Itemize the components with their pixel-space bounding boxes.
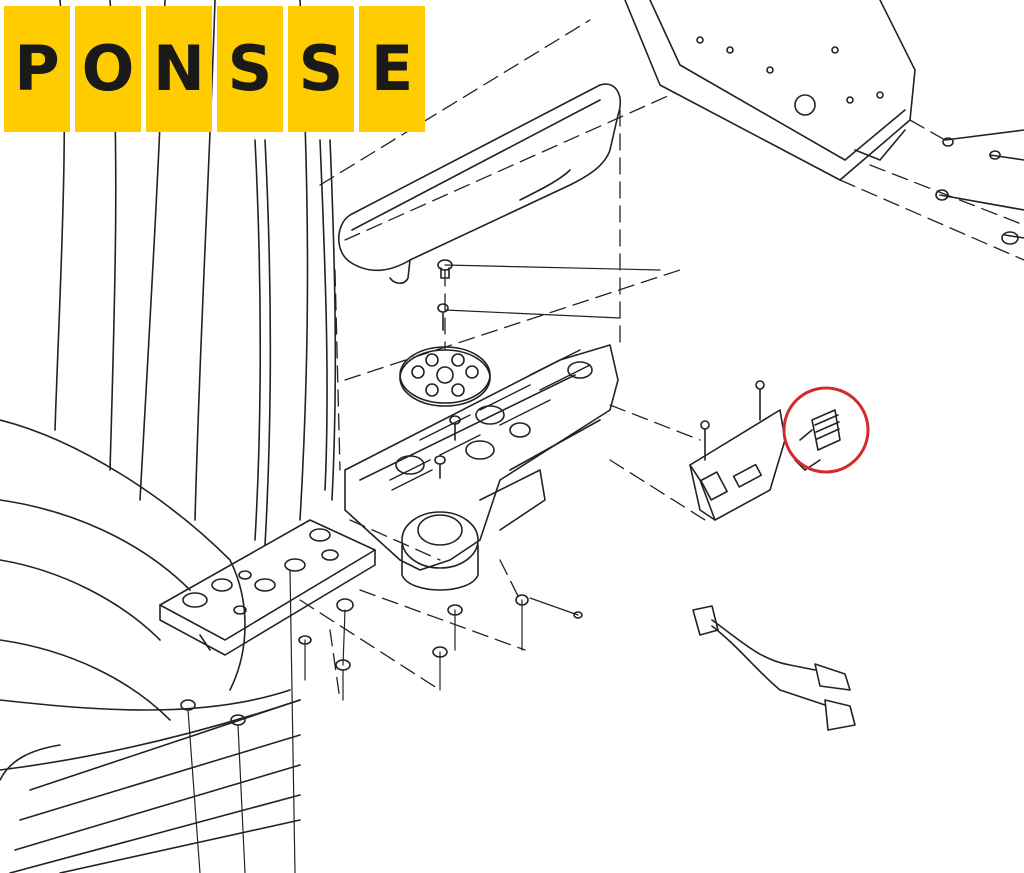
seat-cushion <box>0 419 301 873</box>
assembly-lines <box>299 19 1024 701</box>
leader-lines <box>187 264 661 873</box>
logo-letter: S <box>288 6 354 132</box>
logo-letter: E <box>359 6 425 132</box>
highlight-circle <box>782 386 870 474</box>
switch-housing <box>689 380 786 521</box>
logo-letter: P <box>4 6 70 132</box>
swivel-plate <box>399 346 491 407</box>
logo-letter: O <box>75 6 141 132</box>
logo-letter: N <box>146 6 212 132</box>
ponsse-logo: P O N S S E <box>4 6 425 132</box>
fasteners <box>180 259 583 726</box>
connector-part <box>794 409 841 471</box>
cable-harness <box>692 605 856 731</box>
logo-letter: S <box>217 6 283 132</box>
seat-side-bracket <box>159 519 376 656</box>
armrest-pad <box>337 83 622 285</box>
armrest-bracket <box>344 344 619 591</box>
cab-frame <box>624 0 1024 245</box>
